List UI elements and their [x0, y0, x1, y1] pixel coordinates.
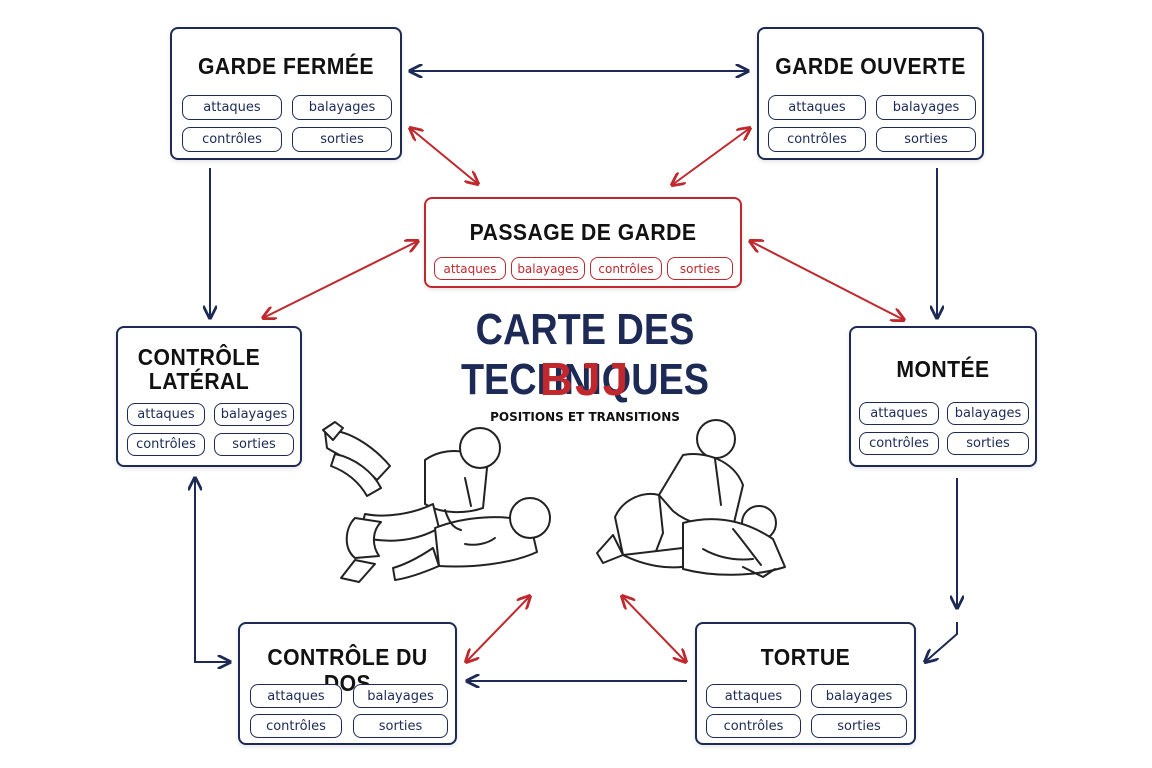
node-title: CONTRÔLE DU DOS — [267, 644, 428, 696]
pill-attaques[interactable]: attaques — [434, 257, 506, 280]
pill-attaques[interactable]: attaques — [768, 95, 866, 120]
arrow-passage-de-garde-to-controle-lateral — [263, 241, 418, 318]
title-line-2: LATÉRAL — [148, 368, 250, 394]
pill-attaques[interactable]: attaques — [250, 684, 342, 708]
pill-controles[interactable]: contrôles — [250, 714, 342, 738]
pill-attaques[interactable]: attaques — [182, 95, 282, 120]
node-garde-ouverte[interactable]: GARDE OUVERTE attaques balayages contrôl… — [757, 27, 984, 160]
pill-controles[interactable]: contrôles — [590, 257, 662, 280]
node-title: GARDE FERMÉE — [197, 53, 374, 79]
map-tagline: POSITIONS ET TRANSITIONS — [490, 410, 680, 424]
pill-controles[interactable]: contrôles — [768, 127, 866, 152]
arrow-garde-ouverte-to-passage-de-garde — [672, 128, 750, 185]
pill-sorties[interactable]: sorties — [667, 257, 733, 280]
arrow-passage-de-garde-to-montee — [750, 241, 904, 320]
title-line-1: CONTRÔLE — [137, 344, 261, 370]
pill-controles[interactable]: contrôles — [127, 433, 205, 456]
grappling-illustration-turtle — [596, 419, 786, 578]
pill-attaques[interactable]: attaques — [127, 403, 205, 426]
pill-controles[interactable]: contrôles — [706, 714, 801, 738]
node-title: CONTRÔLE LATÉRAL — [106, 345, 292, 393]
node-title: GARDE OUVERTE — [775, 53, 966, 79]
pill-balayages[interactable]: balayages — [292, 95, 392, 120]
pill-sorties[interactable]: sorties — [811, 714, 907, 738]
pill-balayages[interactable]: balayages — [511, 257, 585, 280]
node-garde-fermee[interactable]: GARDE FERMÉE attaques balayages contrôle… — [170, 27, 402, 160]
pill-balayages[interactable]: balayages — [353, 684, 448, 708]
arrow-garde-fermee-to-passage-de-garde — [410, 128, 478, 184]
pill-balayages[interactable]: balayages — [214, 403, 294, 426]
node-title: MONTÉE — [896, 356, 990, 382]
pill-attaques[interactable]: attaques — [706, 684, 801, 708]
node-controle-lateral[interactable]: CONTRÔLE LATÉRAL attaques balayages cont… — [116, 326, 302, 467]
grappling-illustration-guard — [322, 421, 551, 583]
pill-attaques[interactable]: attaques — [859, 402, 939, 425]
node-title: TORTUE — [760, 644, 851, 670]
node-controle-du-dos[interactable]: CONTRÔLE DU DOS attaques balayages contr… — [238, 622, 457, 745]
node-title: PASSAGE DE GARDE — [469, 219, 697, 245]
pill-balayages[interactable]: balayages — [947, 402, 1029, 425]
map-title: CARTE DES TECHNIQUES — [460, 305, 710, 404]
pill-sorties[interactable]: sorties — [947, 432, 1029, 455]
node-tortue[interactable]: TORTUE attaques balayages contrôles sort… — [695, 622, 916, 745]
node-montee[interactable]: MONTÉE attaques balayages contrôles sort… — [849, 326, 1037, 467]
pill-balayages[interactable]: balayages — [876, 95, 976, 120]
pill-sorties[interactable]: sorties — [292, 127, 392, 152]
pill-sorties[interactable]: sorties — [214, 433, 294, 456]
pill-balayages[interactable]: balayages — [811, 684, 907, 708]
pill-sorties[interactable]: sorties — [353, 714, 448, 738]
arrow-tortue-to-center — [622, 596, 686, 662]
map-subtitle: BJJ — [539, 353, 631, 405]
pill-sorties[interactable]: sorties — [876, 127, 976, 152]
pill-controles[interactable]: contrôles — [859, 432, 939, 455]
pill-controles[interactable]: contrôles — [182, 127, 282, 152]
node-passage-de-garde[interactable]: PASSAGE DE GARDE attaques balayages cont… — [424, 197, 742, 288]
arrow-controle-lateral-to-controle-du-dos — [195, 478, 230, 662]
arrow-montee-to-tortue-segment — [925, 622, 958, 662]
arrow-controle-du-dos-to-center — [466, 596, 530, 662]
